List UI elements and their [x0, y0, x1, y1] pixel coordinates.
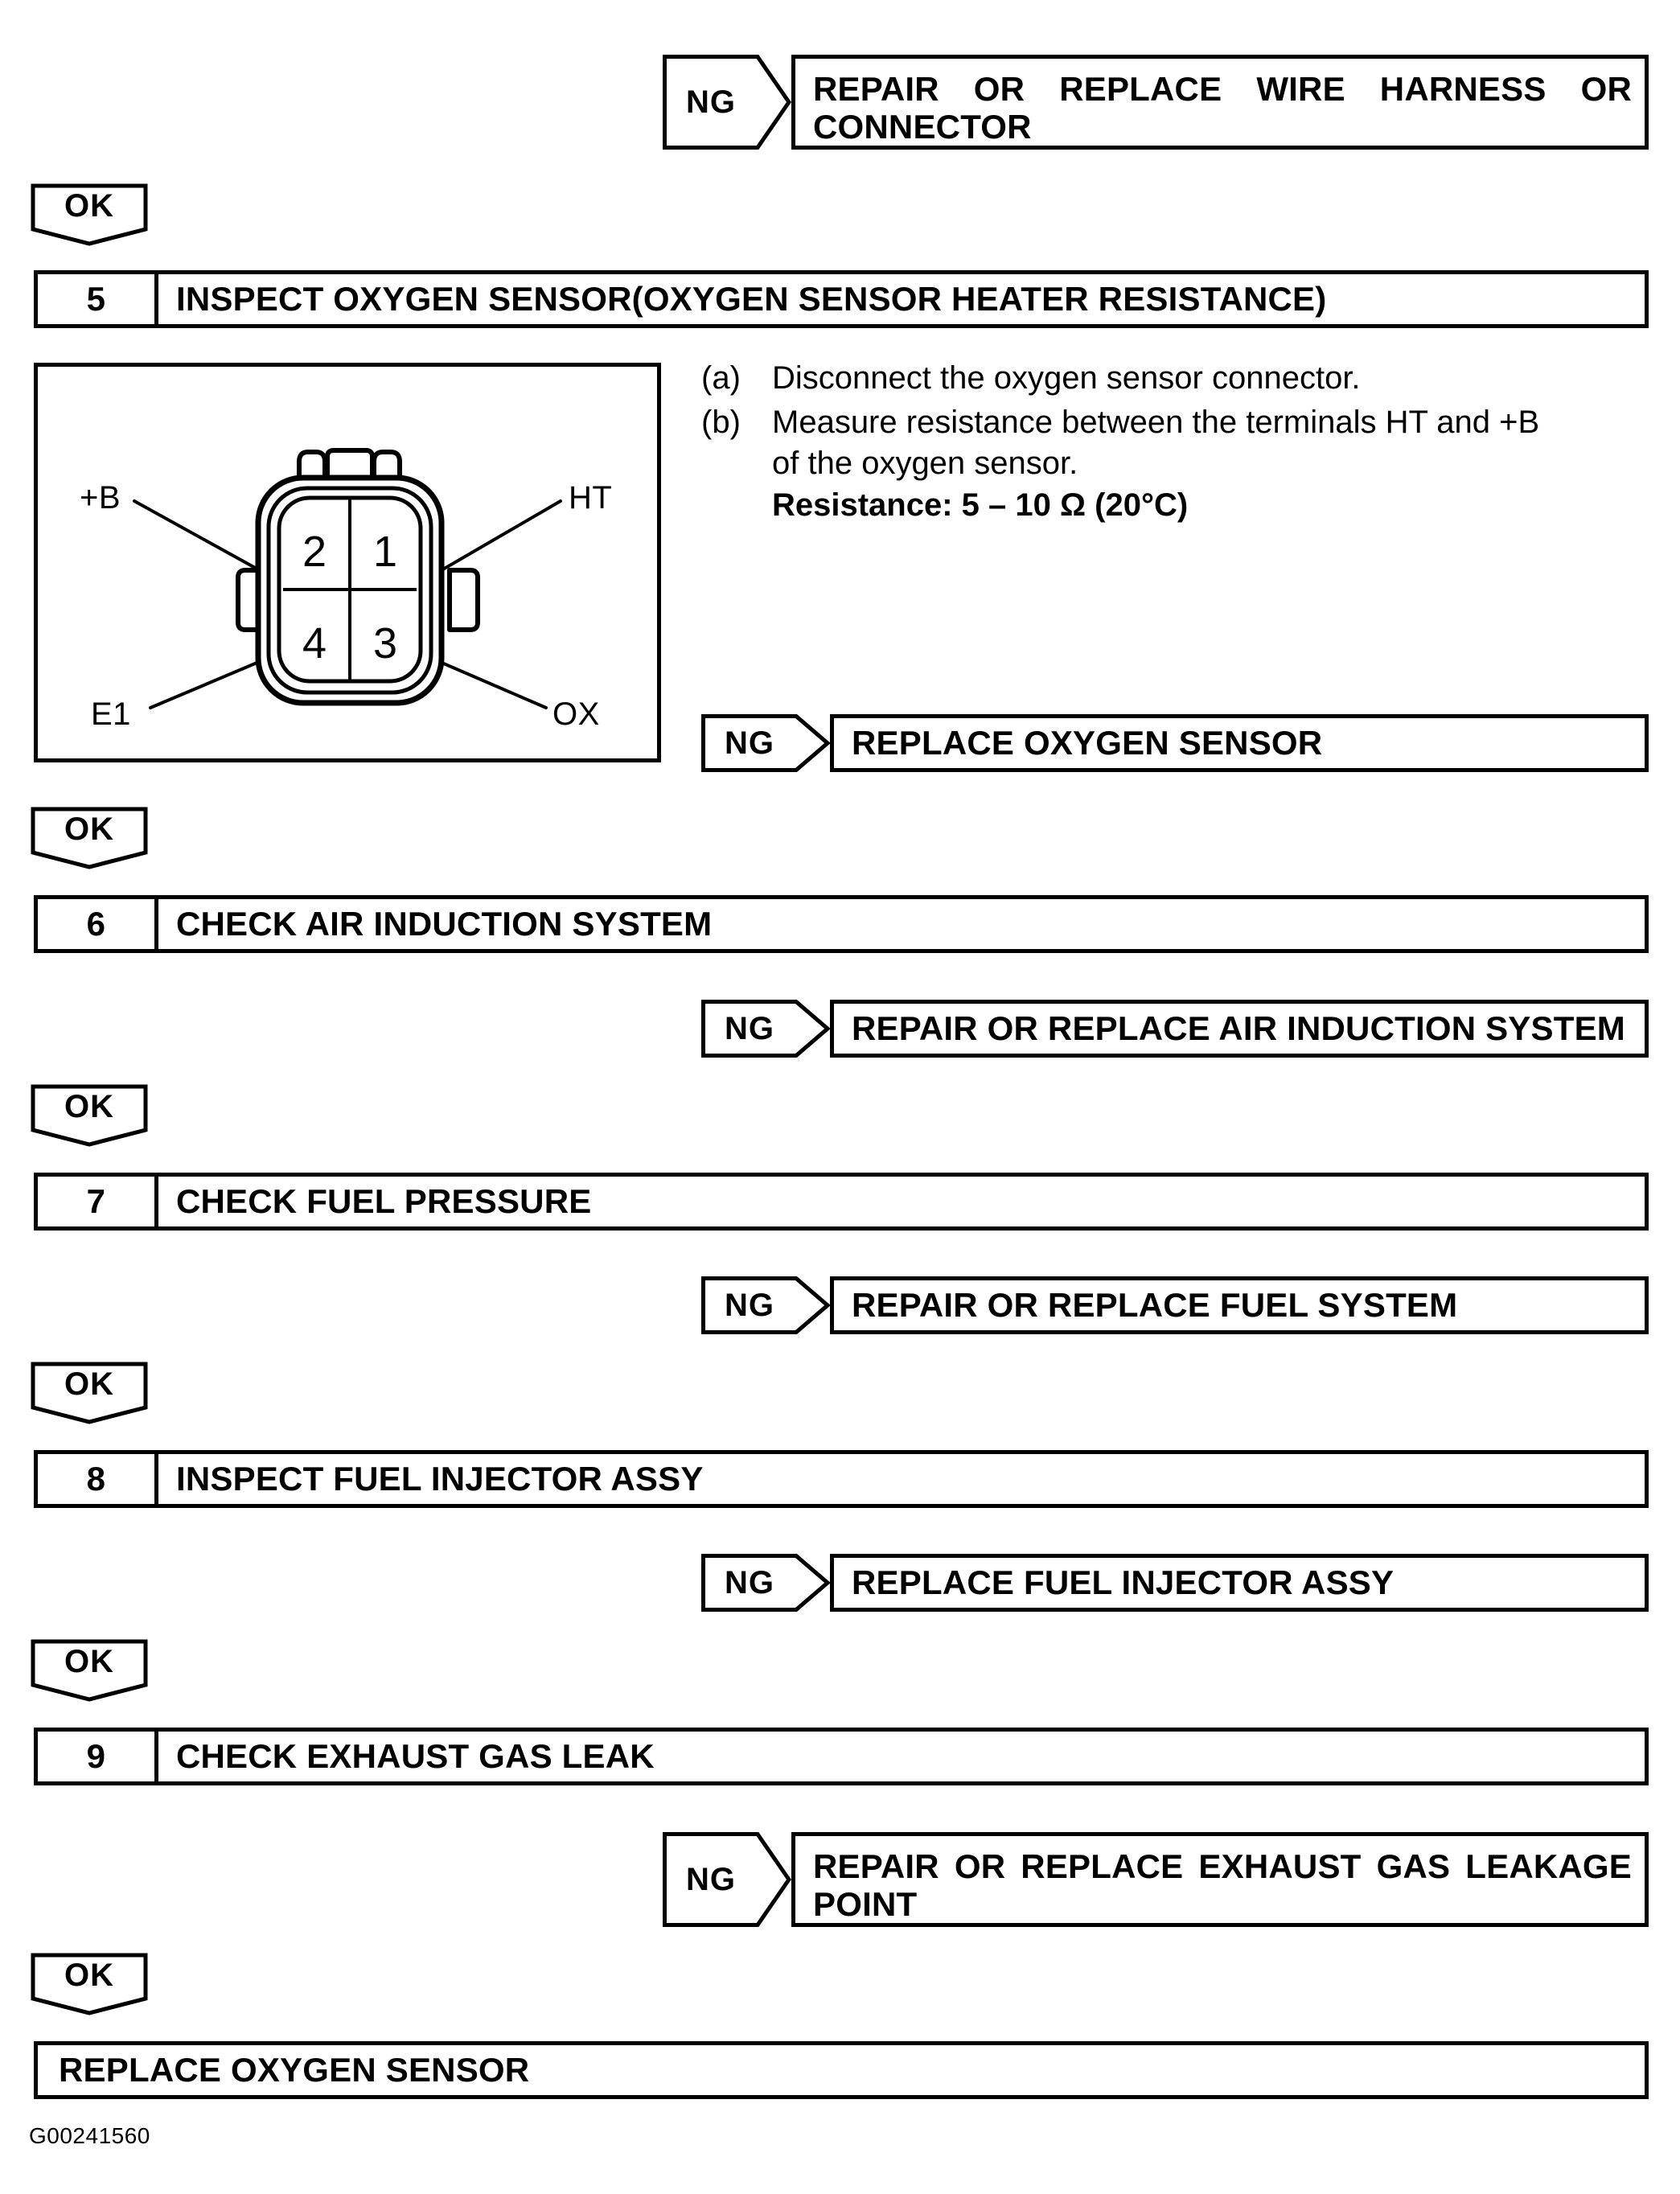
step-row-5: 5 INSPECT OXYGEN SENSOR(OXYGEN SENSOR HE…: [34, 270, 1649, 328]
step-number-7: 7: [38, 1177, 158, 1226]
ng-tag-label: NG: [686, 1861, 736, 1897]
pin-number-2: 2: [302, 528, 327, 576]
procedure-text-a: Disconnect the oxygen sensor connector.: [772, 360, 1361, 396]
ng-message-line-1: REPAIR OR REPLACE EXHAUST GAS LEAKAGE: [813, 1847, 1632, 1885]
step-number-8: 8: [38, 1454, 158, 1504]
procedure-marker-b: (b): [701, 405, 741, 441]
ng-message-box: REPLACE FUEL INJECTOR ASSY: [830, 1554, 1649, 1612]
ng-branch-exhaust-leak: NG REPAIR OR REPLACE EXHAUST GAS LEAKAGE…: [663, 1832, 1649, 1927]
step-number-5: 5: [38, 274, 158, 324]
ng-arrow-tag: NG: [701, 714, 830, 772]
ng-message-box: REPAIR OR REPLACE EXHAUST GAS LEAKAGE PO…: [791, 1832, 1649, 1927]
procedure-text-b-line-1: Measure resistance between the terminals…: [772, 405, 1540, 441]
ok-flag-after-step6: OK: [31, 1084, 183, 1147]
step-row-9: 9 CHECK EXHAUST GAS LEAK: [34, 1728, 1649, 1785]
ng-arrow-tag: NG: [663, 1832, 791, 1927]
step-title-5: INSPECT OXYGEN SENSOR(OXYGEN SENSOR HEAT…: [176, 280, 1327, 318]
ng-branch-air-induction: NG REPAIR OR REPLACE AIR INDUCTION SYSTE…: [701, 1000, 1649, 1058]
ng-message-box: REPLACE OXYGEN SENSOR: [830, 714, 1649, 772]
ng-tag-label: NG: [725, 725, 774, 761]
ng-tag-label: NG: [725, 1010, 774, 1046]
ok-flag-label: OK: [64, 1088, 114, 1124]
procedure-marker-a: (a): [701, 360, 741, 396]
ng-message-line-2: POINT: [813, 1885, 918, 1924]
ng-arrow-tag: NG: [701, 1554, 830, 1612]
ok-flag-after-step5: OK: [31, 807, 183, 869]
procedure-steps: (a) Disconnect the oxygen sensor connect…: [701, 358, 1650, 529]
step-title-7: CHECK FUEL PRESSURE: [176, 1182, 592, 1220]
ng-message-box: REPAIR OR REPLACE FUEL SYSTEM: [830, 1276, 1649, 1334]
connector-pinout-drawing: 2 1 4 3: [133, 448, 562, 709]
procedure-item-b: (b) Measure resistance between the termi…: [701, 402, 1650, 526]
ng-branch-fuel-system: NG REPAIR OR REPLACE FUEL SYSTEM: [701, 1276, 1649, 1334]
ng-arrow-tag: NG: [663, 55, 791, 150]
ok-flag-after-step7: OK: [31, 1362, 183, 1424]
ng-message-box: REPAIR OR REPLACE WIRE HARNESS OR CONNEC…: [791, 55, 1649, 150]
ng-branch-wire-harness: NG REPAIR OR REPLACE WIRE HARNESS OR CON…: [663, 55, 1649, 150]
resistance-specification: Resistance: 5 – 10 Ω (20°C): [772, 487, 1189, 523]
step-row-7: 7 CHECK FUEL PRESSURE: [34, 1173, 1649, 1231]
ok-flag-label: OK: [64, 1957, 114, 1993]
ok-flag-label: OK: [64, 811, 114, 847]
procedure-item-a: (a) Disconnect the oxygen sensor connect…: [701, 358, 1650, 399]
step-row-6: 6 CHECK AIR INDUCTION SYSTEM: [34, 895, 1649, 953]
pin-number-3: 3: [373, 619, 397, 668]
pin-number-1: 1: [373, 528, 397, 576]
step-row-8: 8 INSPECT FUEL INJECTOR ASSY: [34, 1450, 1649, 1508]
ng-tag-label: NG: [725, 1564, 774, 1600]
ok-flag-label: OK: [64, 1366, 114, 1402]
final-action-box: REPLACE OXYGEN SENSOR: [34, 2041, 1649, 2099]
ng-message-box: REPAIR OR REPLACE AIR INDUCTION SYSTEM: [830, 1000, 1649, 1058]
ng-branch-replace-oxygen-sensor: NG REPLACE OXYGEN SENSOR: [701, 714, 1649, 772]
ng-tag-label: NG: [725, 1287, 774, 1323]
ng-tag-label: NG: [686, 84, 736, 120]
step-number-6: 6: [38, 899, 158, 949]
step-number-9: 9: [38, 1732, 158, 1781]
procedure-text-b-line-2: of the oxygen sensor.: [772, 446, 1078, 482]
connector-label-ox: OX: [552, 696, 600, 732]
pin-number-4: 4: [302, 619, 327, 668]
ng-arrow-tag: NG: [701, 1276, 830, 1334]
ng-branch-fuel-injector: NG REPLACE FUEL INJECTOR ASSY: [701, 1554, 1649, 1612]
step-title-6: CHECK AIR INDUCTION SYSTEM: [176, 905, 713, 943]
ok-flag-label: OK: [64, 187, 114, 224]
ok-flag-after-step8: OK: [31, 1639, 183, 1702]
oxygen-sensor-connector-figure: 2 1 4 3 +B HT E1 OX: [34, 363, 661, 762]
figure-reference-id: G00241560: [29, 2123, 150, 2148]
connector-label-plus-b: +B: [80, 480, 121, 516]
step-title-9: CHECK EXHAUST GAS LEAK: [176, 1737, 655, 1775]
connector-label-ht: HT: [569, 480, 613, 516]
ok-flag-label: OK: [64, 1643, 114, 1679]
procedure-text-b: Measure resistance between the terminals…: [772, 402, 1539, 526]
step-title-8: INSPECT FUEL INJECTOR ASSY: [176, 1460, 704, 1498]
ng-arrow-tag: NG: [701, 1000, 830, 1058]
ok-flag-after-step9: OK: [31, 1953, 183, 2015]
ok-flag-after-step4: OK: [31, 183, 183, 246]
connector-label-e1: E1: [91, 696, 131, 732]
ng-message-line-2: CONNECTOR: [813, 108, 1032, 146]
ng-message-line-1: REPAIR OR REPLACE WIRE HARNESS OR: [813, 70, 1632, 108]
